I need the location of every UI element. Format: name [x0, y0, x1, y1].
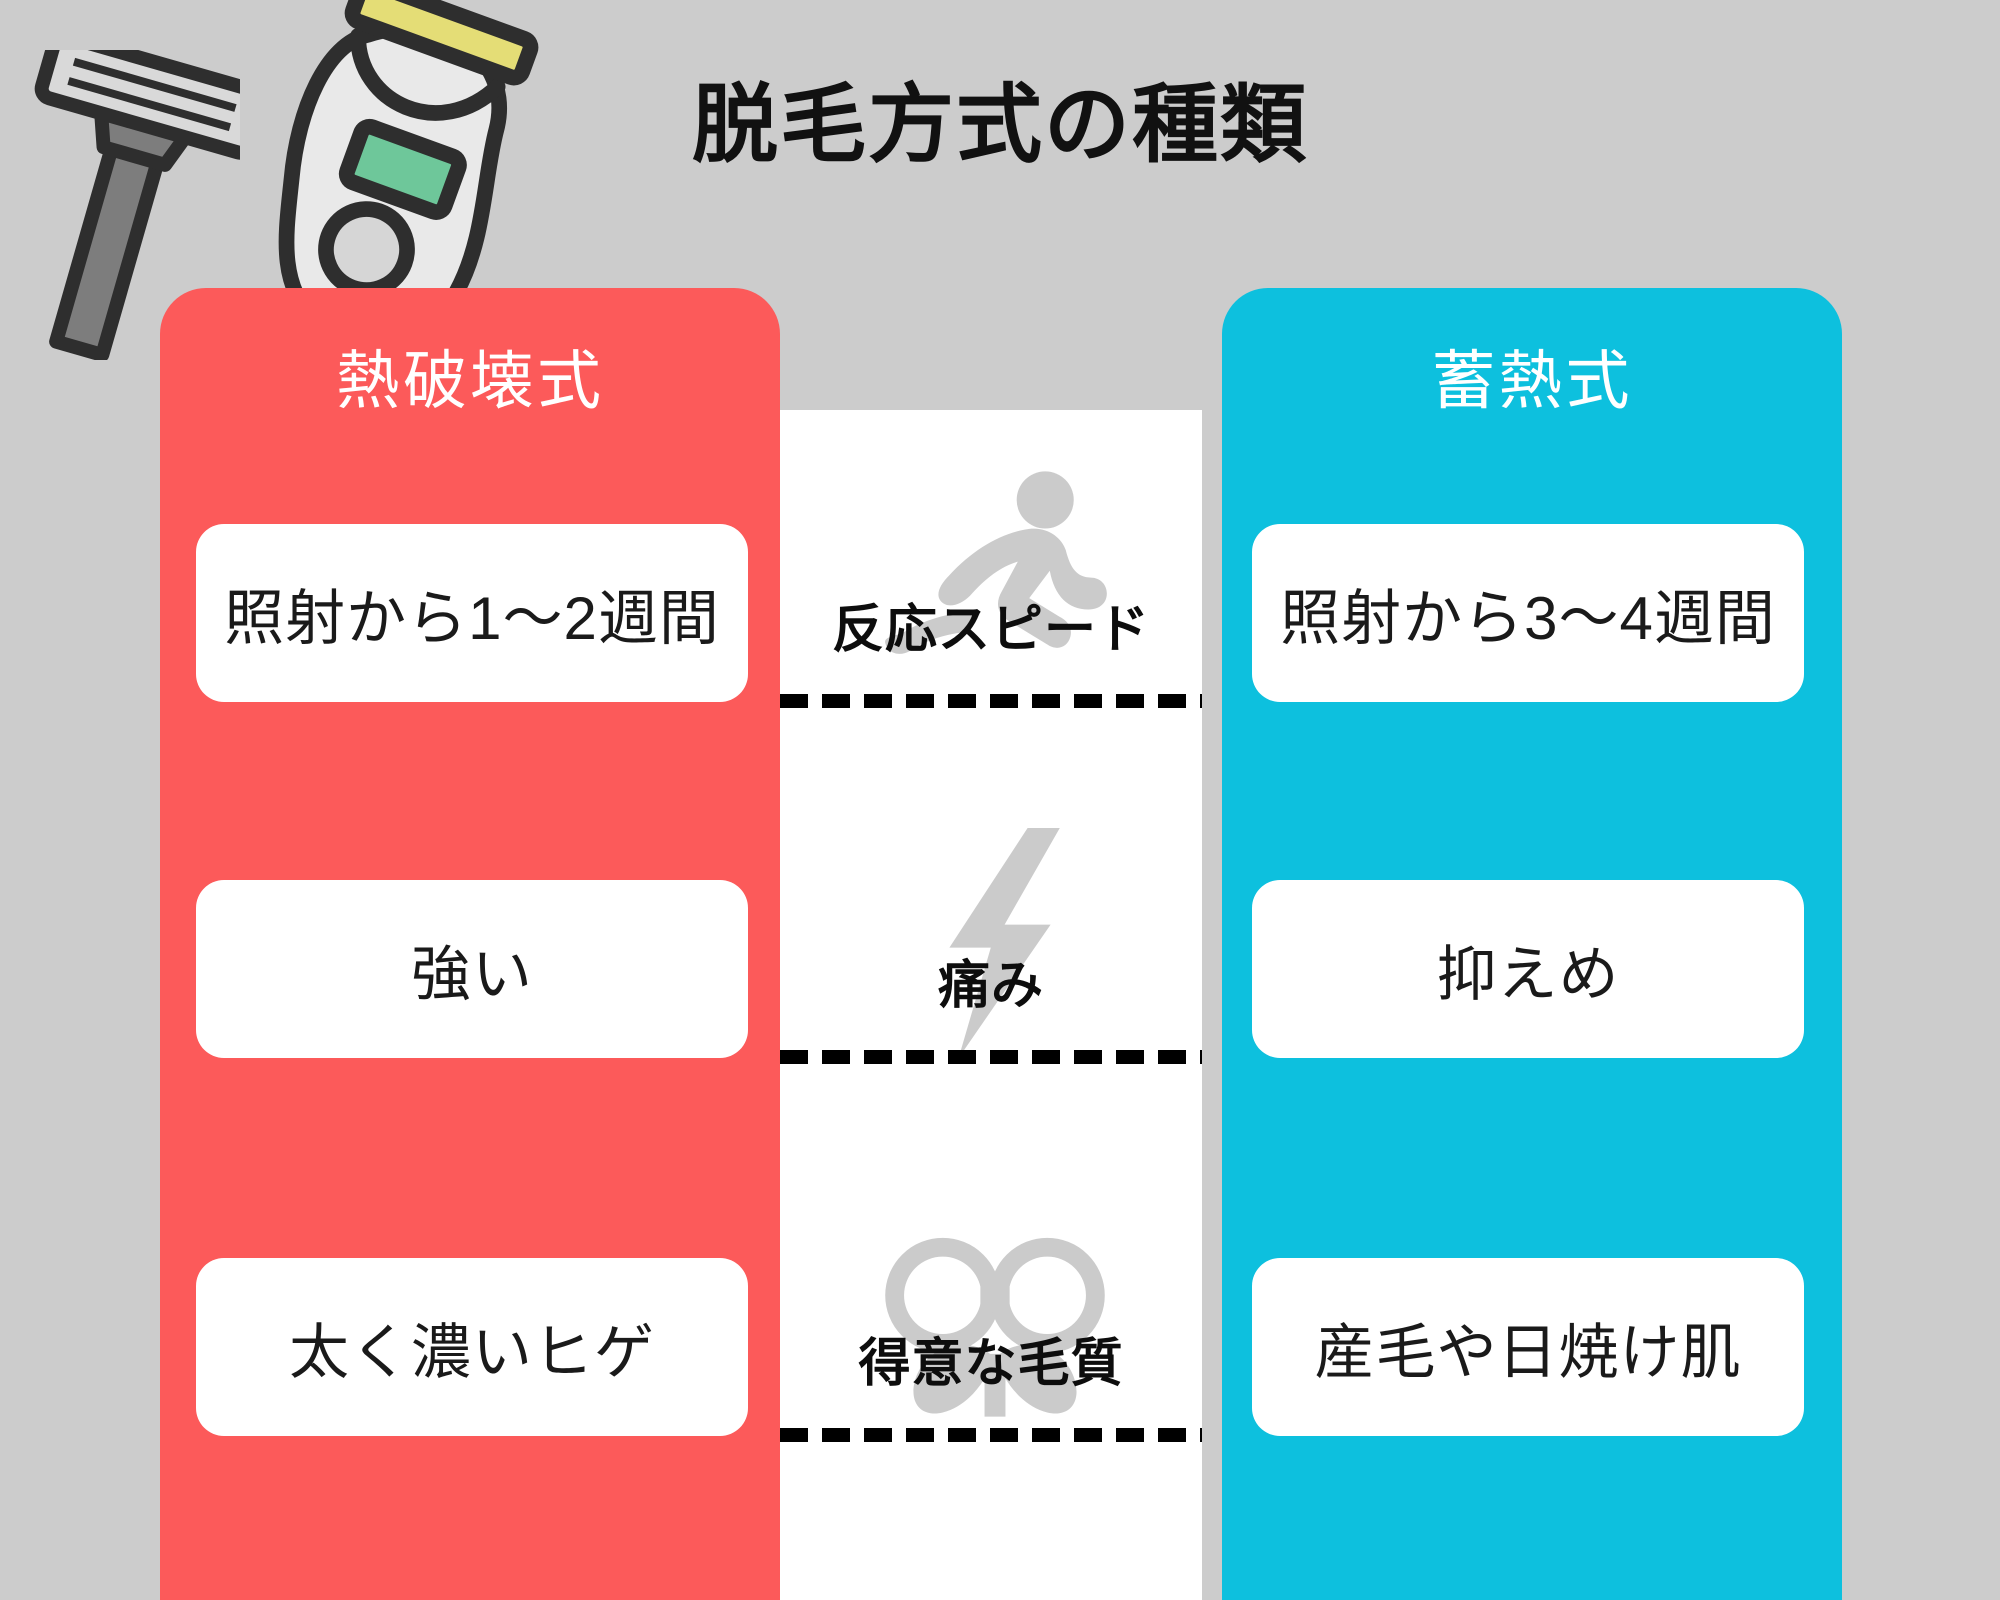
value-left-row-0: 照射から1〜2週間	[196, 524, 748, 702]
value-left-row-1: 強い	[196, 880, 748, 1058]
value-right-row-0: 照射から3〜4週間	[1252, 524, 1804, 702]
row-label-1: 痛み	[937, 957, 1044, 1015]
value-left-row-2: 太く濃いヒゲ	[196, 1258, 748, 1436]
row-divider-2	[780, 1428, 1202, 1442]
value-right-row-1: 抑えめ	[1252, 880, 1804, 1058]
value-right-row-2: 産毛や日焼け肌	[1252, 1258, 1804, 1436]
row-label-2: 得意な毛質	[858, 1335, 1124, 1393]
row-divider-0	[780, 694, 1202, 708]
razor-icon	[34, 29, 270, 362]
page-title: 脱毛方式の種類	[692, 77, 1308, 173]
column-heading-right: 蓄熱式	[1431, 345, 1633, 417]
row-label-0: 反応スピード	[831, 601, 1150, 659]
column-heading-left: 熱破壊式	[336, 345, 604, 417]
row-divider-1	[780, 1050, 1202, 1064]
